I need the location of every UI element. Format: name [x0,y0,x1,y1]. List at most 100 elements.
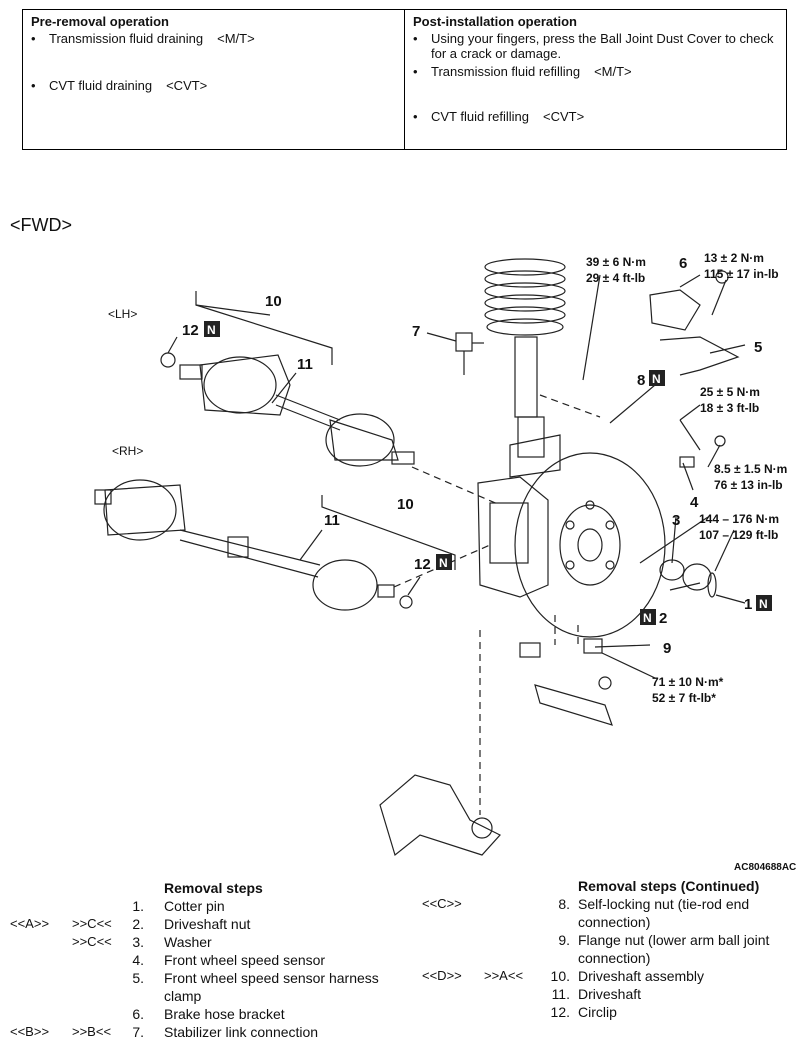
lower-arm [379,774,501,857]
removal-steps-right: Removal steps (Continued) <<C>>8.Self-lo… [412,877,809,1021]
pre-item-text: Transmission fluid draining [49,31,204,46]
step-reference-b: >>A<< [484,968,524,983]
step-number: 7. [132,1024,144,1040]
lh-driveshaft [160,352,415,467]
callout-10: 10 [397,496,414,513]
removal-step-row: <<A>>>>C<<2.Driveshaft nut [0,915,400,933]
torque-spec: 144 – 176 N·m [699,512,779,526]
removal-step-row: 11.Driveshaft [412,985,809,1003]
pre-removal-title: Pre-removal operation [31,14,169,29]
new-part-mark-icon [204,321,220,337]
post-installation-item: • Transmission fluid refilling <M/T> [413,64,778,79]
fwd-heading: <FWD> [10,215,73,235]
new-part-mark: N [439,556,448,570]
step-text: Stabilizer link connection [164,1024,319,1040]
new-part-mark: N [643,611,652,625]
callout-7: 7 [412,323,420,340]
step-reference-b: >>C<< [72,916,112,931]
new-part-mark: N [652,372,661,386]
strut [509,336,561,478]
torque-spec: 107 – 129 ft-lb [699,528,778,542]
post-item-text: CVT fluid refilling [431,109,530,124]
step-reference-a: <<B>> [10,1024,50,1039]
diagram-labels: <LH> <RH> 10 12 N 11 10 11 12 N 7 8 N 6 … [108,251,796,873]
step-number: 11. [551,986,570,1002]
brake-caliper [477,476,549,598]
torque-spec: 25 ± 5 N·m [700,385,760,399]
torque-spec: 76 ± 13 in-lb [714,478,783,492]
removal-step-row: 9. Flange nut (lower arm ball joint [412,931,809,949]
callout-9: 9 [663,640,671,657]
post-installation-item: • Using your fingers, press the Ball Joi… [413,31,778,61]
step-reference-a: <<A>> [10,916,50,931]
bullet: • [413,31,418,46]
callout-1: 1 [744,596,752,613]
removal-step-row: <<B>> >>B<< 7. Stabilizer link connection [0,1023,400,1041]
step-reference-a: <<D>> [422,968,462,983]
callout-11: 11 [324,512,340,529]
step-reference-a: <<C>> [422,896,462,911]
rh-label: <RH> [112,444,143,458]
post-item-text: Using your fingers, press the Ball Joint… [431,31,774,61]
step-text: Washer [164,934,212,950]
step-text: Flange nut (lower arm ball joint [578,932,770,948]
bullet: • [31,78,36,93]
removal-step-row: <<C>>8.Self-locking nut (tie-rod end [412,895,809,913]
lh-label: <LH> [108,307,137,321]
torque-spec: 8.5 ± 1.5 N·m [714,462,787,476]
callout-3: 3 [672,512,680,529]
brake-hose-bracket [649,270,740,376]
removal-steps-title: Removal steps [164,880,263,896]
step-reference-b: >>B<< [72,1024,112,1039]
torque-spec: 52 ± 7 ft-lb* [652,691,716,705]
removal-step-row: 12.Circlip [412,1003,809,1021]
front-axle-exploded-diagram: <LH> <RH> 10 12 N 11 10 11 12 N 7 8 N 6 … [94,251,796,873]
removal-step-row: <<D>> >>A<< 10. Driveshaft assembly [412,967,809,985]
callout-12: 12 [414,556,431,573]
tie-rod-end [519,638,613,726]
post-installation-item: • CVT fluid refilling <CVT> [413,109,778,124]
removal-step-row: connection) [412,913,809,931]
removal-steps-left: Removal steps 1.Cotter pin<<A>>>>C<<2.Dr… [0,879,400,1041]
rh-driveshaft [94,479,413,611]
step-number: 3. [132,934,144,950]
step-number: 6. [132,1006,144,1022]
bullet: • [413,109,418,124]
removal-step-row: >>C<< 3. Washer [0,933,400,951]
torque-spec: 115 ± 17 in-lb [704,267,779,281]
bullet: • [31,31,36,46]
step-text: connection) [578,950,651,966]
removal-step-row: connection) [412,949,809,967]
step-number: 4. [132,952,144,968]
torque-spec: 13 ± 2 N·m [704,251,764,265]
step-text: Front wheel speed sensor [164,952,326,968]
coil-spring [484,258,566,336]
torque-spec: 29 ± 4 ft-lb [586,271,645,285]
assembly-centerlines [393,394,601,815]
removal-step-row: 1.Cotter pin [0,897,400,915]
torque-spec: 39 ± 6 N·m [586,255,646,269]
step-number: 9. [558,932,570,948]
pre-removal-item: • Transmission fluid draining <M/T> [31,31,396,46]
step-text: clamp [164,988,202,1004]
callout-4: 4 [690,494,699,511]
removal-step-row: 5.Front wheel speed sensor harness [0,969,400,987]
step-number: 5. [132,970,144,986]
step-text: Driveshaft nut [164,916,251,932]
torque-spec: 71 ± 10 N·m* [652,675,724,689]
step-reference-b: >>C<< [72,934,112,949]
bullet: • [413,64,418,79]
post-item-code: <M/T> [594,64,632,79]
step-text: Driveshaft assembly [578,968,705,984]
removal-step-row: clamp [0,987,400,1005]
torque-spec: 18 ± 3 ft-lb [700,401,759,415]
step-number: 8. [558,896,570,912]
pre-removal-column: Pre-removal operation • Transmission flu… [23,10,404,149]
pre-item-code: <M/T> [217,31,255,46]
operations-table: Pre-removal operation • Transmission flu… [22,9,787,150]
removal-steps-continued-title: Removal steps (Continued) [578,878,760,894]
callout-2: 2 [659,610,667,627]
step-number: 1. [132,898,144,914]
step-text: Brake hose bracket [164,1006,285,1022]
step-number: 10. [550,968,570,984]
